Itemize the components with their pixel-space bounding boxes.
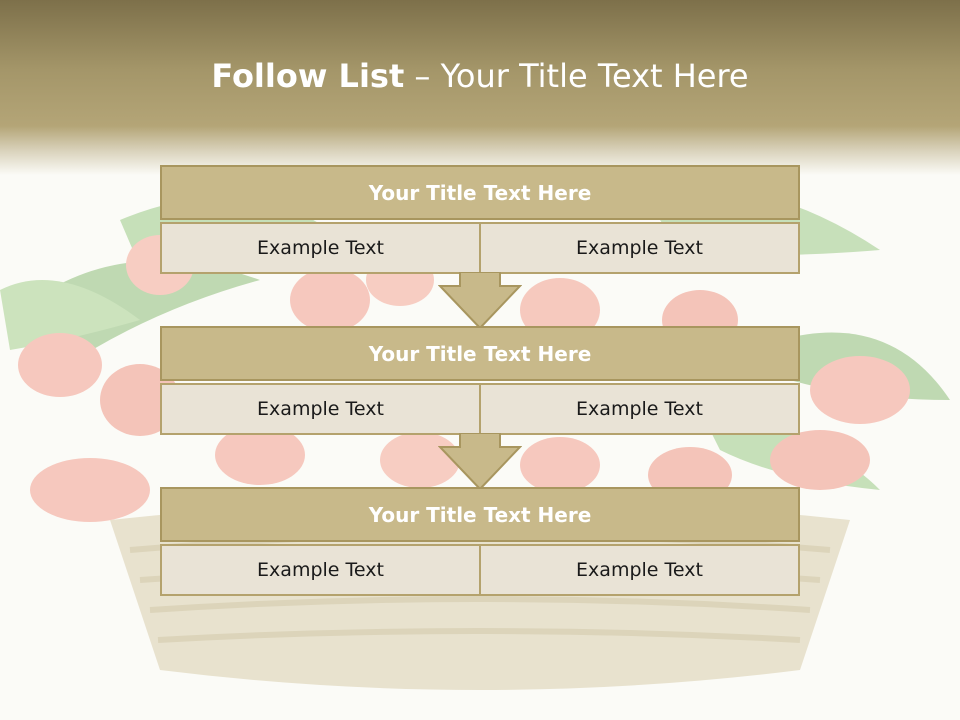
step-cell-right[interactable]: Example Text (479, 222, 800, 274)
down-arrow-icon (438, 272, 522, 330)
step-cell-left[interactable]: Example Text (160, 544, 481, 596)
step-title[interactable]: Your Title Text Here (160, 487, 800, 542)
step-row: Example Text Example Text (160, 544, 800, 596)
step-title[interactable]: Your Title Text Here (160, 326, 800, 381)
header-band (0, 0, 960, 175)
step-row: Example Text Example Text (160, 383, 800, 435)
title-rest: – Your Title Text Here (414, 57, 749, 95)
step-cell-left[interactable]: Example Text (160, 383, 481, 435)
step-title[interactable]: Your Title Text Here (160, 165, 800, 220)
step-cell-right[interactable]: Example Text (479, 544, 800, 596)
step-box-3: Your Title Text Here Example Text Exampl… (160, 487, 800, 596)
step-box-2: Your Title Text Here Example Text Exampl… (160, 326, 800, 435)
title-bold: Follow List (211, 57, 405, 95)
slide-title: Follow List – Your Title Text Here (0, 52, 960, 100)
step-cell-right[interactable]: Example Text (479, 383, 800, 435)
step-box-1: Your Title Text Here Example Text Exampl… (160, 165, 800, 274)
down-arrow-icon (438, 433, 522, 491)
step-cell-left[interactable]: Example Text (160, 222, 481, 274)
step-row: Example Text Example Text (160, 222, 800, 274)
